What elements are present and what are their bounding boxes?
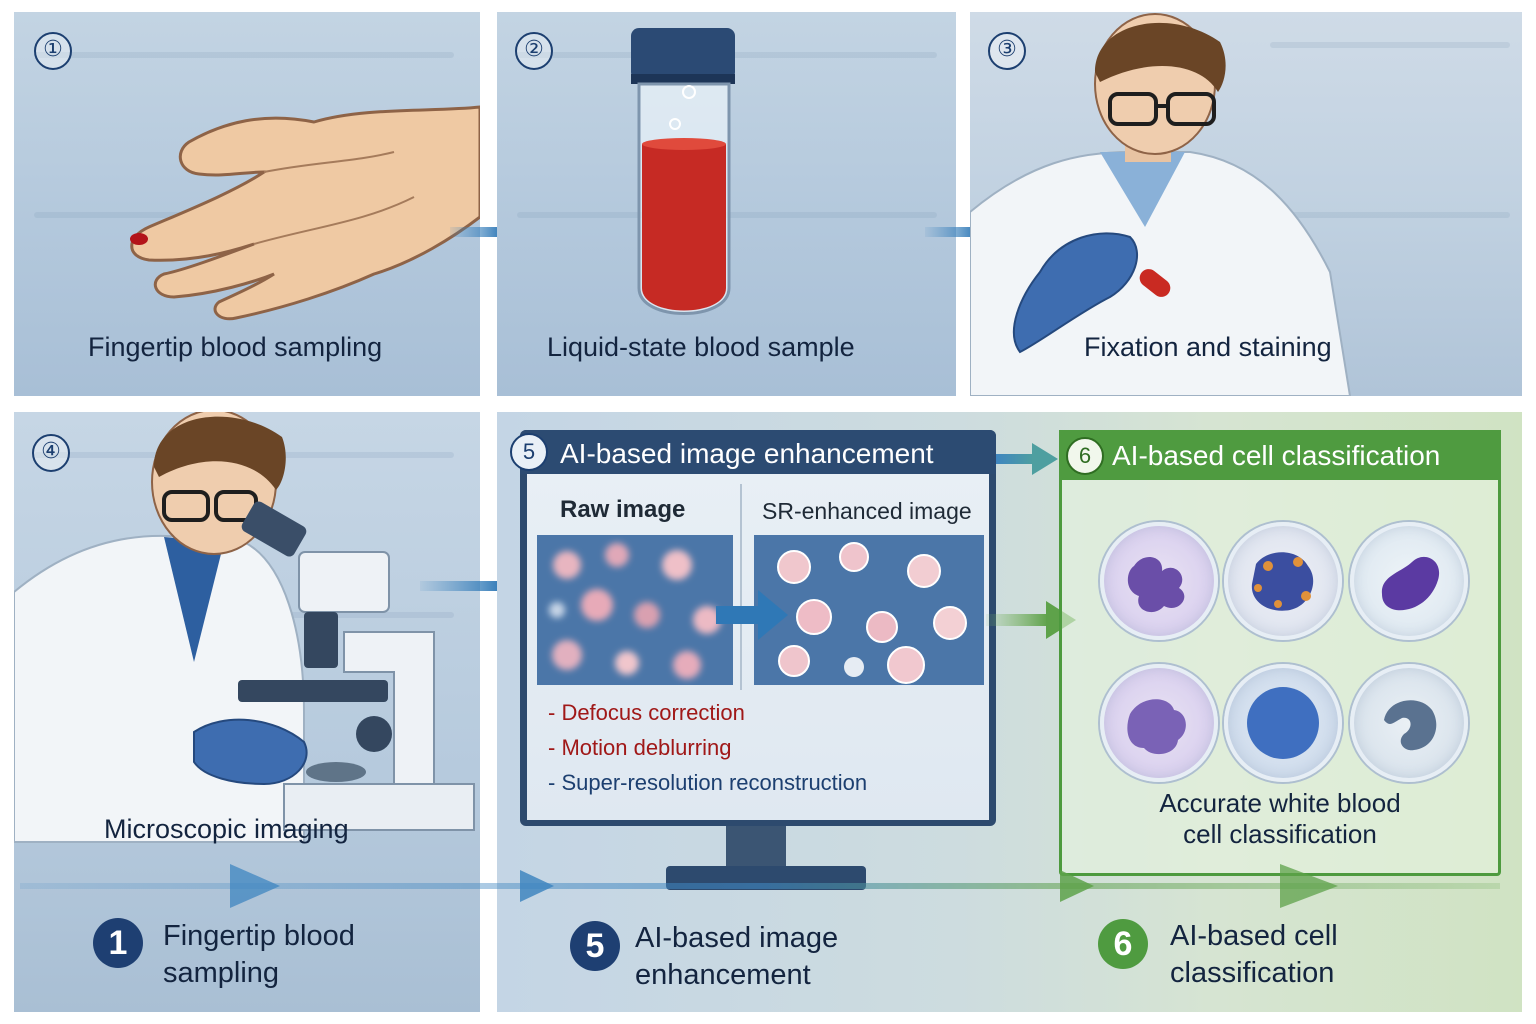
hand-illustration — [130, 105, 480, 321]
panel-liquid-sample: ② Liquid-state blood sample — [497, 12, 956, 396]
list-item: - Defocus correction — [548, 700, 745, 725]
panel-fingertip-sampling: ① Fingertip blood sampling — [14, 12, 480, 396]
enhancement-title: AI-based image enhancement — [560, 438, 934, 469]
flow-arrow — [716, 590, 788, 640]
list-item: - Motion deblurring — [548, 735, 732, 760]
step-number-1: ① — [34, 32, 72, 70]
bottom-step-label: Fingertip blood sampling — [163, 918, 355, 992]
panel-microscopic-imaging: ④ Microscopic imaging — [14, 412, 480, 1012]
bottom-step-number: 5 — [570, 921, 620, 971]
panel-caption: Microscopic imaging — [104, 814, 349, 844]
step-number-3: ③ — [988, 32, 1026, 70]
panel-fixation-staining: ③ Fixation and staining — [970, 12, 1522, 396]
panel-caption: Fixation and staining — [1084, 332, 1332, 362]
bottom-step-number: 6 — [1098, 919, 1148, 969]
blood-drop-icon — [130, 233, 148, 245]
step-number-5: 5 — [510, 433, 548, 471]
label-line: sampling — [163, 957, 280, 989]
background-shelf — [34, 52, 454, 58]
lymphocyte-cell-icon — [1224, 664, 1342, 782]
divider — [740, 484, 742, 690]
caption-line: Accurate white blood — [1159, 788, 1401, 818]
classification-box — [1059, 430, 1501, 876]
raw-image-label: Raw image — [560, 496, 686, 523]
label-line: AI-based image — [635, 922, 839, 954]
bottom-step-number: 1 — [93, 918, 143, 968]
label-line: Fingertip blood — [163, 920, 355, 952]
background-shelf — [1270, 42, 1510, 48]
step-number-2: ② — [515, 32, 553, 70]
classification-caption: Accurate white blood cell classification — [1062, 788, 1498, 850]
bottom-step-label: AI-based image enhancement — [635, 920, 838, 994]
eosinophil-cell-icon — [1224, 522, 1342, 640]
enhancement-header — [520, 430, 996, 474]
flow-arrow — [996, 443, 1058, 475]
classification-header — [1059, 430, 1501, 480]
scientist-illustration — [970, 13, 1352, 396]
monocyte-cell-icon — [1350, 522, 1468, 640]
label-line: AI-based cell — [1170, 920, 1338, 952]
caption-line: cell classification — [1183, 819, 1377, 849]
background-shelf — [1270, 212, 1510, 218]
raw-image — [537, 535, 733, 685]
label-line: enhancement — [635, 959, 811, 991]
list-item: - Super-resolution reconstruction — [548, 770, 868, 795]
panel-caption: Liquid-state blood sample — [547, 332, 855, 362]
microscope-scientist-illustration — [14, 412, 475, 843]
sr-image-label: SR-enhanced image — [762, 498, 972, 524]
panel-caption: Fingertip blood sampling — [88, 332, 383, 362]
monitor-stand — [726, 826, 786, 870]
test-tube-icon — [631, 28, 735, 315]
bottom-flow-arrows — [20, 864, 1500, 908]
enhancement-list: - Defocus correction - Motion deblurring… — [548, 695, 867, 800]
band-cell-icon — [1350, 664, 1468, 782]
label-line: classification — [1170, 957, 1335, 989]
basophil-cell-icon — [1100, 664, 1218, 782]
step-number-6: 6 — [1066, 437, 1104, 475]
step-number-4: ④ — [32, 434, 70, 472]
bottom-step-label: AI-based cell classification — [1170, 918, 1338, 992]
neutrophil-cell-icon — [1100, 522, 1218, 640]
classification-title: AI-based cell classification — [1112, 440, 1441, 471]
sr-enhanced-image — [754, 535, 984, 685]
